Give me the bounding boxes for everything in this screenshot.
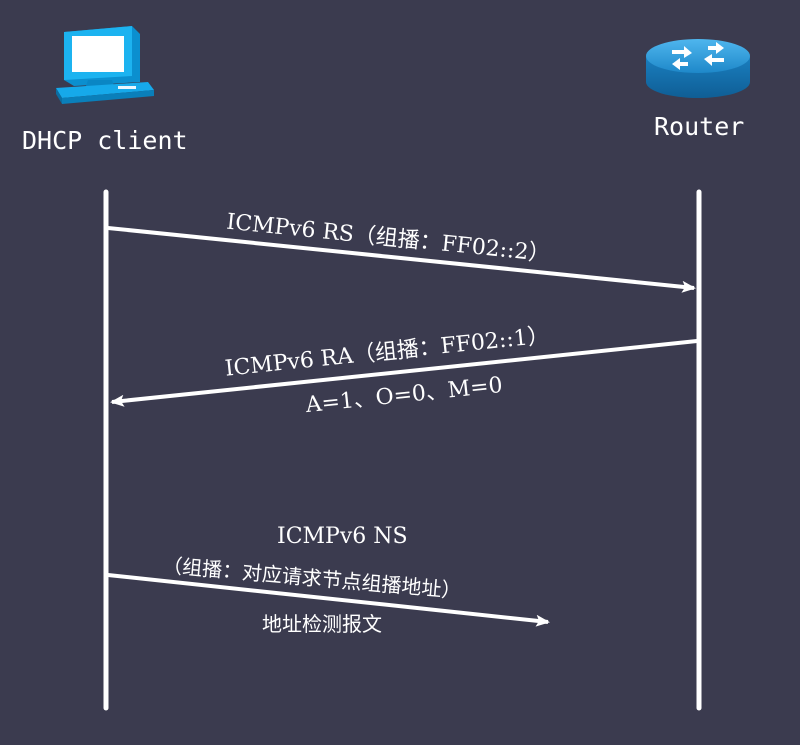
- desktop-computer-icon: [56, 26, 154, 104]
- router-label: Router: [654, 112, 745, 141]
- rs-arrow: [107, 226, 696, 293]
- ns-label: ICMPv6 NS: [277, 524, 408, 549]
- ra-arrow: [110, 339, 698, 407]
- router-icon: [646, 39, 750, 98]
- ns-note-label: 地址检测报文: [262, 612, 382, 636]
- ns-arrow: [107, 573, 550, 627]
- client-label: DHCP client: [22, 126, 188, 155]
